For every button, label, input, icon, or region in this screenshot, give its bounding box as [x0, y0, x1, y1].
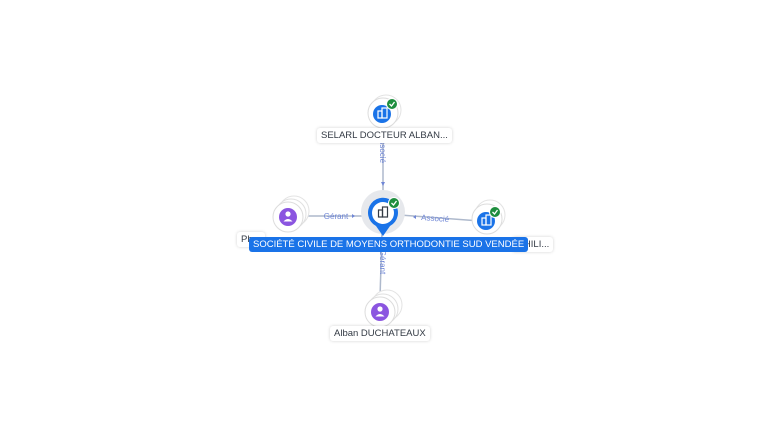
edge-top-arrow — [381, 182, 385, 186]
edge-right-label: Associé — [421, 213, 450, 224]
person-icon — [375, 306, 385, 317]
node-center[interactable] — [361, 190, 405, 236]
node-top[interactable] — [367, 94, 402, 129]
edge-left-label: Gérant — [324, 212, 349, 221]
node-bottom-label[interactable]: Alban DUCHATEAUX — [330, 326, 430, 341]
node-top-label[interactable]: SELARL DOCTEUR ALBAN... — [317, 128, 452, 143]
check-icon — [388, 197, 400, 209]
edge-top-label: Associé — [378, 135, 387, 164]
node-bottom[interactable] — [364, 289, 403, 328]
edge-right-arrow — [413, 215, 416, 219]
node-right[interactable] — [471, 199, 506, 235]
person-icon — [283, 211, 293, 222]
edge-right — [399, 214, 481, 222]
check-icon — [489, 206, 501, 218]
company-icon — [377, 206, 389, 218]
edge-left-arrow — [352, 214, 355, 218]
company-icon — [377, 107, 388, 119]
company-icon — [481, 214, 492, 226]
node-left[interactable] — [272, 195, 310, 233]
check-icon — [386, 98, 398, 110]
edge-bottom-label: Gérant — [378, 250, 387, 275]
node-center-label[interactable]: SOCIÉTÉ CIVILE DE MOYENS ORTHODONTIE SUD… — [249, 237, 529, 252]
